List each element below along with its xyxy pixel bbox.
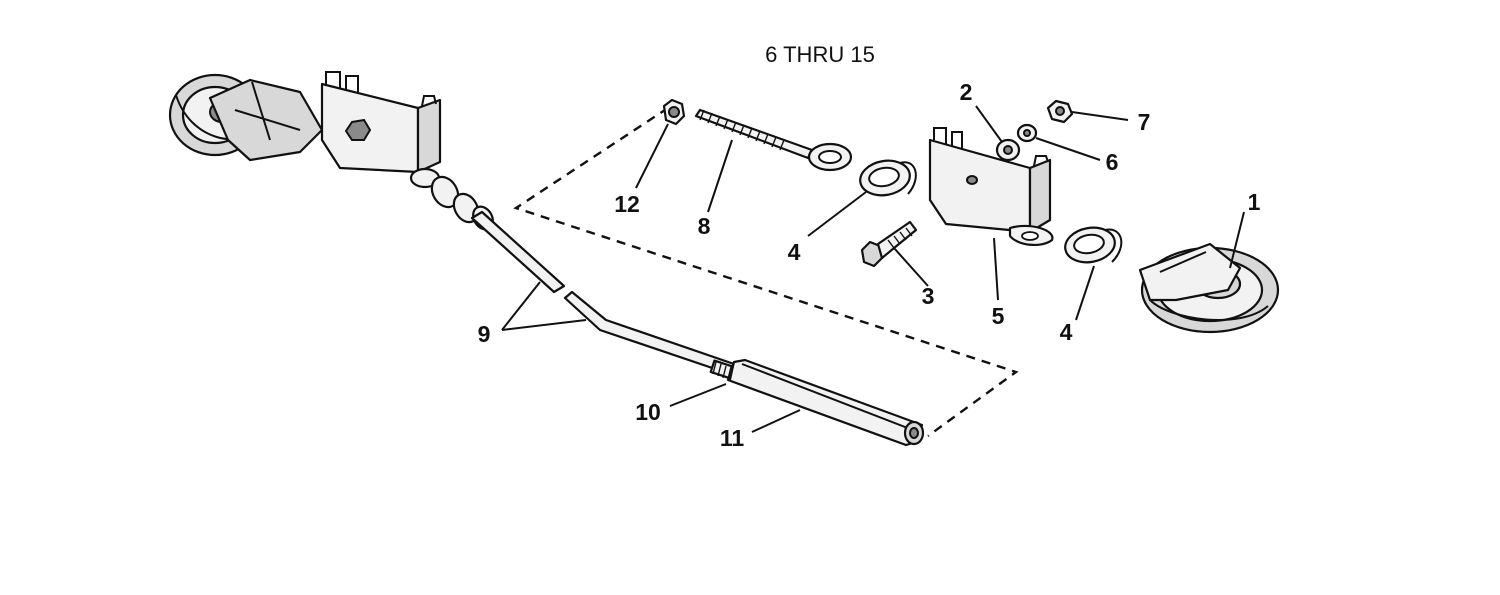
left-mounting-bracket bbox=[320, 82, 420, 174]
hex-sleeve bbox=[726, 358, 925, 447]
bolt-3 bbox=[860, 220, 918, 268]
callout-2: 2 bbox=[960, 79, 973, 105]
callout-4-upper: 4 bbox=[788, 239, 801, 265]
callout-10: 10 bbox=[635, 399, 661, 425]
spring-clip-4a bbox=[859, 159, 917, 197]
callout-3: 3 bbox=[922, 283, 935, 309]
callout-11: 11 bbox=[720, 425, 745, 451]
bracket-bolt-head bbox=[344, 118, 372, 141]
leader-lines bbox=[501, 105, 1245, 433]
eye-bolt-8 bbox=[694, 108, 853, 172]
callout-9: 9 bbox=[478, 321, 491, 347]
callout-6: 6 bbox=[1106, 149, 1119, 175]
callout-5: 5 bbox=[992, 303, 1005, 329]
callout-7: 7 bbox=[1138, 109, 1151, 135]
mounting-bracket-5 bbox=[928, 127, 1054, 246]
washer-6 bbox=[1016, 123, 1038, 143]
rod-upper-segment bbox=[470, 210, 566, 294]
hex-nut-12 bbox=[662, 98, 686, 126]
spacer-2 bbox=[995, 138, 1021, 162]
callout-12: 12 bbox=[614, 191, 640, 217]
spring-clip-4b bbox=[1064, 226, 1123, 264]
diagram-title: 6 THRU 15 bbox=[765, 42, 875, 67]
hex-nut-7 bbox=[1046, 99, 1074, 124]
callout-8: 8 bbox=[698, 213, 711, 239]
pulley-1 bbox=[1138, 242, 1280, 334]
callout-1: 1 bbox=[1248, 189, 1261, 215]
rod-lower-segment bbox=[563, 290, 736, 376]
left-pulley-assembly bbox=[168, 71, 566, 294]
callout-4-lower: 4 bbox=[1060, 319, 1073, 345]
